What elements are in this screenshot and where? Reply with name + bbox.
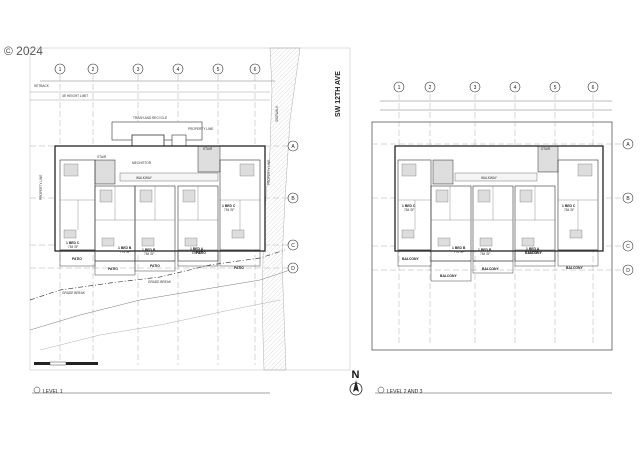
grade-break-1-label: GRADE BREAK (62, 291, 86, 295)
north-arrow: N (349, 369, 363, 396)
grid-column-bubble: 6 (587, 81, 599, 93)
level-1-plan (29, 47, 351, 394)
unit-area: 784 SF (68, 245, 78, 249)
grid-column-bubble: 4 (509, 81, 521, 93)
svg-text:3: 3 (474, 85, 477, 91)
unit-area: 690 SF (528, 251, 538, 255)
stair-label: STAIR (541, 147, 551, 151)
unit-name: 1 BED C (66, 241, 80, 245)
walkway-label: WALKWAY (136, 176, 153, 180)
svg-text:6: 6 (592, 85, 595, 91)
unit-area: 784 SF (480, 252, 490, 256)
unit-area: 794 SF (224, 208, 234, 212)
unit-area: 776 SF (120, 250, 130, 254)
svg-text:1: 1 (59, 67, 62, 73)
unit-name: 1 BED B (142, 248, 156, 252)
svg-text:A: A (291, 144, 295, 150)
balcony-label: BALCONY (440, 274, 458, 278)
grid-column-bubble: 6 (249, 63, 261, 75)
stair-right-label: STAIR (203, 147, 213, 151)
property-line-top-label: PROPERTY LINE (188, 127, 213, 131)
grid-column-bubble: 3 (469, 81, 481, 93)
svg-text:2: 2 (92, 67, 95, 73)
scale-bar (34, 361, 98, 366)
grid-column-bubble: 5 (212, 63, 224, 75)
grid-column-bubble: 5 (549, 81, 561, 93)
unit-name: 1 BED C (402, 204, 416, 208)
unit-name: 1 BED B (452, 246, 466, 250)
grid-column-bubble: 3 (132, 63, 144, 75)
grid-column-bubble: 1 (54, 63, 66, 75)
svg-text:B: B (291, 196, 295, 202)
svg-text:C: C (291, 243, 295, 249)
svg-text:B: B (626, 196, 630, 202)
sidewalk-label: SIDEWALK (275, 105, 279, 122)
grid-column-bubble: 2 (424, 81, 436, 93)
grade-break-2-label: GRADE BREAK (148, 280, 172, 284)
stair-left-label: STAIR (97, 155, 107, 159)
grid-row-bubble: C (622, 240, 634, 252)
unit-area: 784 SF (564, 208, 574, 212)
balcony-label: BALCONY (402, 257, 420, 261)
svg-text:D: D (626, 268, 630, 274)
unit-area: 776 SF (454, 250, 464, 254)
property-line-right-label: PROPERTY LINE (267, 160, 271, 185)
svg-text:5: 5 (217, 67, 220, 73)
copyright-text: © 2024 (4, 44, 43, 58)
patio-label: PATIO (72, 257, 82, 261)
grid-row-bubble: A (287, 140, 299, 152)
grid-bubbles: 1 2 3 4 5 6A B C D 1 2 3 4 5 6A B C D (54, 63, 634, 276)
balcony-label: BALCONY (566, 266, 584, 270)
street-name: SW 12TH AVE (335, 71, 342, 117)
grid-row-bubble: D (287, 262, 299, 274)
unit-name: 1 BED B (478, 248, 492, 252)
svg-text:3: 3 (137, 67, 140, 73)
grid-row-bubble: B (622, 192, 634, 204)
height-limit-label: 35' HEIGHT LIMIT (62, 94, 88, 98)
setback-label: SETBACK (34, 84, 50, 88)
grid-row-bubble: A (622, 138, 634, 150)
unit-name: 1 BED A (526, 247, 540, 251)
patio-label: PATIO (196, 251, 206, 255)
grid-row-bubble: D (622, 264, 634, 276)
svg-text:A: A (626, 142, 630, 148)
unit-area: 784 SF (144, 252, 154, 256)
grid-column-bubble: 2 (87, 63, 99, 75)
level-1-title: LEVEL 1 (43, 389, 63, 395)
grid-column-bubble: 4 (172, 63, 184, 75)
patio-label: PATIO (234, 266, 244, 270)
grid-row-bubble: B (287, 192, 299, 204)
balcony-label: BALCONY (482, 267, 500, 271)
level-1-labels: TRASH AND RECYCLE PROPERTY LINE PROPERTY… (34, 84, 279, 395)
level-2-3-title: LEVEL 2 AND 3 (387, 389, 423, 395)
unit-name: 1 BED B (118, 246, 132, 250)
svg-text:4: 4 (177, 67, 180, 73)
svg-text:4: 4 (514, 85, 517, 91)
svg-text:C: C (626, 244, 630, 250)
patio-label: PATIO (108, 267, 118, 271)
unit-name: 1 BED A (190, 247, 204, 251)
walkway-label: WALKWAY (481, 176, 498, 180)
grid-column-bubble: 1 (393, 81, 405, 93)
property-line-left-label: PROPERTY LINE (39, 175, 43, 200)
svg-text:5: 5 (554, 85, 557, 91)
unit-name: 1 BED C (562, 204, 576, 208)
svg-text:6: 6 (254, 67, 257, 73)
level-2-labels: WALKWAY STAIR 1 BED C 784 SF 1 BED B 776… (387, 147, 584, 395)
north-label: N (352, 369, 360, 381)
patio-label: PATIO (150, 264, 160, 268)
svg-text:D: D (291, 266, 295, 272)
balcony-label: BALCONY (525, 251, 543, 255)
level-2-3-plan (371, 85, 628, 394)
svg-text:2: 2 (429, 85, 432, 91)
unit-area: 784 SF (404, 208, 414, 212)
svg-text:1: 1 (398, 85, 401, 91)
unit-area: 690 SF (192, 251, 202, 255)
mech-label: MECH/STOR (132, 161, 152, 165)
trash-label: TRASH AND RECYCLE (133, 116, 167, 120)
unit-name: 1 BED C (222, 204, 236, 208)
grid-row-bubble: C (287, 239, 299, 251)
